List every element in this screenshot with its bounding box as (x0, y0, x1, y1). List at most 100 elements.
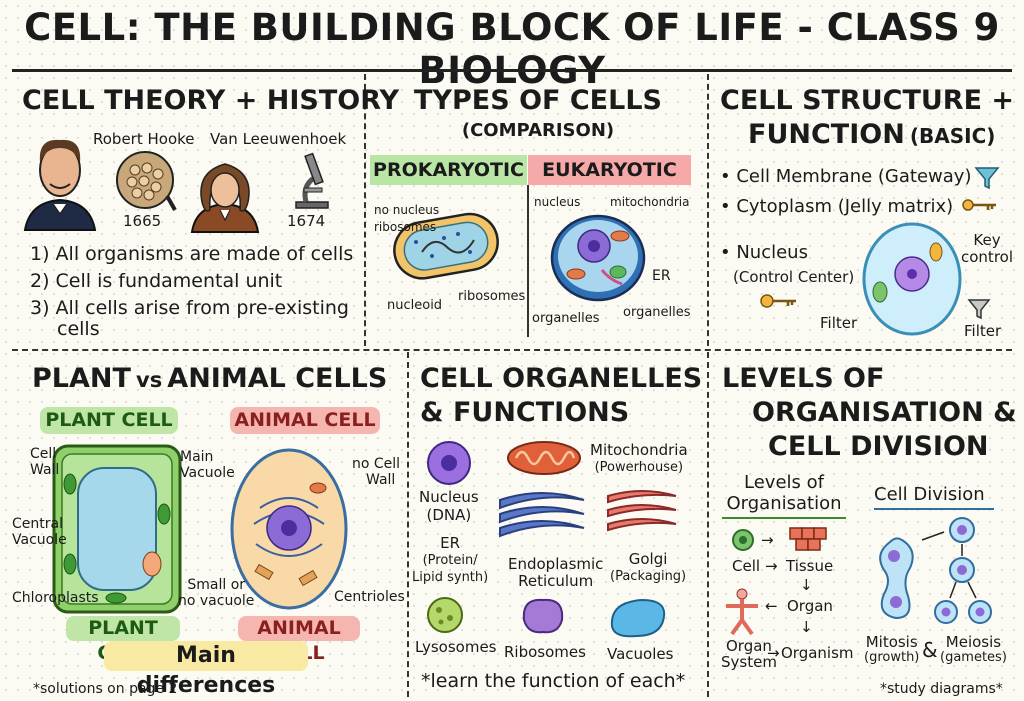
label-nucleus: nucleus (534, 195, 581, 209)
golgi-icon (607, 490, 677, 532)
footnote: *study diagrams* (880, 681, 1003, 697)
section-title-cell-theory: CELL THEORY + HISTORY (22, 85, 400, 116)
comparison-divider (527, 185, 529, 337)
divider (364, 74, 366, 346)
arrow-down-icon: ↓ (800, 618, 813, 636)
arrow-icon: → (761, 531, 774, 549)
footnote: *learn the function of each* (421, 670, 686, 692)
main-differences: Main differences (104, 641, 308, 698)
label-organelles: organelles (532, 311, 600, 326)
label-lysosomes: Lysosomes (415, 638, 497, 656)
label-ribosomes: ribosomes (458, 289, 526, 304)
label-nucleoid: nucleoid (387, 298, 443, 313)
theory-point: 3) All cells arise from pre-existing (30, 297, 349, 319)
arrow-icon: → (767, 644, 780, 662)
label-organ: Organ (787, 597, 833, 615)
title-basic: (BASIC) (909, 124, 996, 148)
section-title-levels-1: LEVELS OF (722, 363, 885, 394)
funnel-icon (967, 299, 991, 320)
label-nucleus: Nucleus (DNA) (419, 488, 479, 524)
label-cell-wall: Cell Wall (30, 446, 60, 478)
eukaryote-diagram (550, 214, 646, 302)
label-chloroplasts: Chloroplasts (12, 590, 99, 606)
divider (12, 349, 1012, 351)
section-title-organelles-2: & FUNCTIONS (420, 397, 630, 428)
key-control-label: Key control (961, 231, 1013, 266)
label-central-vacuole: Central Vacuole (12, 516, 67, 548)
title-underline (12, 69, 1012, 72)
page-title: CELL: THE BUILDING BLOCK OF LIFE - CLASS… (24, 6, 1000, 92)
theory-point: 1) All organisms are made of cells (30, 243, 354, 265)
arrow-icon: ← (765, 597, 778, 615)
label-organelles: organelles (623, 305, 691, 320)
ampersand: & (922, 638, 938, 662)
key-icon (760, 294, 796, 308)
divider (707, 74, 709, 346)
cell-division-diagram (879, 517, 992, 624)
mitochondria-icon (507, 441, 581, 475)
cell-level-icon (732, 529, 754, 551)
label-mitochondria: mitochondria (610, 195, 690, 209)
filter-label: Filter (820, 314, 858, 332)
label-no-nucleus: no nucleus (374, 203, 440, 217)
divider (407, 352, 409, 697)
label-vacuoles: Vacuoles (607, 645, 674, 663)
section-title-levels-2: ORGANISATION & (752, 397, 1017, 428)
plant-cell-pill: PLANT CELL (66, 616, 180, 664)
label-meiosis: Meiosis (gametes) (940, 633, 1007, 665)
year-1674: 1674 (287, 212, 326, 230)
animal-cell-structure-diagram (862, 222, 962, 336)
arrow-down-icon: ↓ (800, 576, 813, 594)
hooke-portrait (23, 139, 97, 231)
plant-cell-diagram (52, 444, 182, 614)
cell-theory-points: 1) All organisms are made of cells 2) Ce… (30, 241, 353, 343)
label-main-vacuole: Main Vacuole (180, 449, 235, 481)
prokaryotic-header: PROKARYOTIC (370, 155, 527, 185)
year-1665: 1665 (123, 212, 162, 230)
label-golgi: Golgi (Packaging) (610, 550, 687, 585)
title-function: FUNCTION (748, 119, 905, 150)
tissue-icon (789, 527, 827, 551)
divider (707, 352, 709, 697)
scientist-hooke: Robert Hooke (93, 130, 195, 148)
theory-point: 2) Cell is fundamental unit (30, 270, 283, 292)
label-mitochondria: Mitochondria (Powerhouse) (590, 441, 688, 475)
ribosomes-icon (522, 598, 564, 634)
types-subtitle: (COMPARISON) (461, 120, 615, 141)
scientist-leeuwenhoek: Van Leeuwenhoek (210, 130, 347, 148)
animal-cell-pill: ANIMAL CELL (238, 616, 360, 664)
label-er: ER (652, 268, 671, 284)
arrow-icon: → (765, 557, 778, 575)
leeuwenhoek-portrait (190, 163, 260, 233)
section-title-structure-1: CELL STRUCTURE + (720, 85, 1015, 116)
levels-subtitle: Levels of Organisation (726, 472, 842, 514)
control-center-label: (Control Center) (733, 268, 855, 286)
label-ribosomes: Ribosomes (504, 643, 586, 661)
lysosomes-icon (427, 597, 463, 633)
organism-figure-icon (726, 588, 758, 636)
section-title-organelles-1: CELL ORGANELLES (420, 363, 703, 394)
membrane-item: • Cell Membrane (Gateway) (720, 166, 972, 187)
label-cell: Cell (732, 557, 761, 575)
label-centrioles: Centrioles (334, 589, 405, 605)
label-no-cell-wall: no Cell Wall (352, 456, 401, 488)
label-organism: Organism (781, 644, 854, 662)
label-mitosis: Mitosis (growth) (864, 633, 920, 665)
theory-point: cells (57, 318, 100, 340)
label-small-vacuole: Small or no vacuole (178, 577, 255, 609)
prokaryote-diagram (393, 212, 499, 280)
underline (722, 517, 846, 519)
footnote: *solutions on page 2 (33, 681, 178, 697)
cytoplasm-item: • Cytoplasm (Jelly matrix) (720, 196, 954, 217)
label-endoplasmic-reticulum: Endoplasmic Reticulum (508, 555, 604, 590)
plant-cell-pill: PLANT CELL (40, 407, 178, 434)
er-icon (499, 492, 585, 538)
key-icon (962, 199, 996, 211)
label-tissue: Tissue (786, 557, 834, 575)
microscope-icon (295, 152, 329, 209)
funnel-icon (974, 167, 1000, 190)
section-title-structure-2: FUNCTION (BASIC) (748, 118, 995, 151)
vacuoles-icon (610, 598, 666, 638)
section-title-plant-animal: PLANT vs ANIMAL CELLS (32, 363, 388, 394)
animal-cell-pill: ANIMAL CELL (230, 407, 380, 434)
